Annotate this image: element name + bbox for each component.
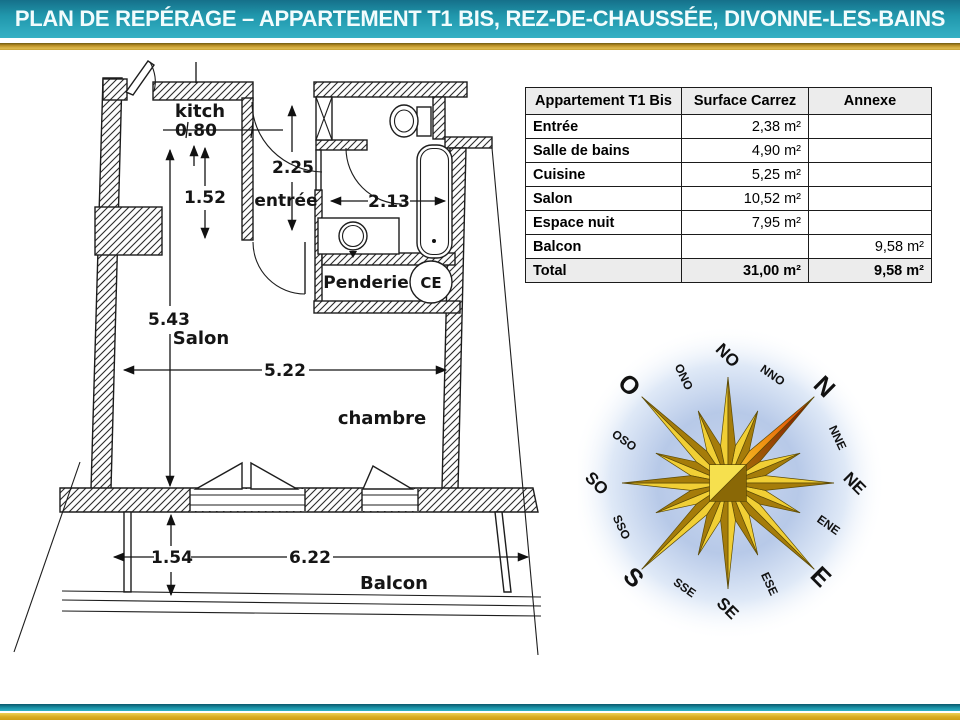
plan-label-kitch: kitch — [175, 101, 225, 122]
casement-icon — [250, 461, 300, 490]
col-header-apartment: Appartement T1 Bis — [525, 87, 682, 115]
sink-icon — [338, 221, 368, 251]
plan-label-6-22: 6.22 — [289, 548, 331, 568]
annexe-value: 9,58 m² — [808, 234, 932, 259]
window-2 — [362, 489, 418, 511]
dimensions — [112, 62, 530, 597]
door-swing-entry — [251, 101, 323, 173]
wall-entree-bath — [315, 139, 368, 151]
toilet-tank — [416, 106, 432, 137]
doors — [124, 60, 403, 295]
col-header-annexe: Annexe — [808, 87, 932, 115]
row-label: Total — [525, 258, 682, 283]
row-label: Entrée — [525, 114, 682, 139]
balcony — [61, 511, 542, 617]
wall-bath-top-right — [444, 136, 493, 149]
water-heater-circle — [409, 260, 453, 304]
annexe-value — [808, 210, 932, 235]
plan-label-penderie: Penderie — [323, 273, 409, 293]
col-header-carrez: Surface Carrez — [681, 87, 809, 115]
title-bar: PLAN DE REPÉRAGE – APPARTEMENT T1 BIS, R… — [0, 0, 960, 38]
walls — [59, 77, 539, 513]
carrez-value: 31,00 m² — [681, 258, 809, 283]
wall-top-kitchen — [152, 81, 254, 101]
site-boundary-left — [13, 461, 81, 653]
surface-table: Appartement T1 Bis Surface Carrez Annexe… — [525, 87, 932, 283]
wall-wc-stub — [432, 96, 446, 140]
row-label: Cuisine — [525, 162, 682, 187]
plan-label-2-25: 2.25 — [272, 158, 314, 178]
plan-label-salon: Salon — [173, 328, 229, 349]
row-label: Salle de bains — [525, 138, 682, 163]
wall-penderie-bottom — [313, 300, 461, 314]
carrez-value: 4,90 m² — [681, 138, 809, 163]
wall-left — [90, 77, 123, 490]
carrez-value — [681, 234, 809, 259]
table-header-row: Appartement T1 Bis Surface Carrez Annexe — [525, 87, 932, 115]
row-label: Salon — [525, 186, 682, 211]
annexe-value — [808, 186, 932, 211]
door-swing-bathroom — [345, 147, 403, 205]
wall-top-corner — [102, 78, 128, 101]
annexe-value — [808, 162, 932, 187]
balcony-wall-right — [494, 511, 512, 593]
plan-label-1-52: 1.52 — [184, 188, 226, 208]
table-row-balcon: Balcon 9,58 m² — [525, 234, 932, 259]
wall-entree-thin — [315, 149, 322, 191]
sink-tap — [349, 251, 357, 258]
carrez-value: 10,52 m² — [681, 186, 809, 211]
carrez-value: 7,95 m² — [681, 210, 809, 235]
plan-label-balcon: Balcon — [360, 573, 428, 594]
row-label: Espace nuit — [525, 210, 682, 235]
balcony-wall-left — [123, 511, 132, 593]
row-label: Balcon — [525, 234, 682, 259]
wall-top-right — [313, 81, 468, 98]
windows — [189, 461, 419, 511]
sink-counter — [317, 217, 400, 255]
gold-divider-top — [0, 43, 960, 50]
annexe-value — [808, 138, 932, 163]
plan-label-5-22: 5.22 — [264, 361, 306, 381]
plan-label-5-43: 5.43 — [148, 310, 190, 330]
annexe-value: 9,58 m² — [808, 258, 932, 283]
site-boundary-right — [491, 147, 539, 656]
carrez-value: 2,38 m² — [681, 114, 809, 139]
plan-label-entre-e: entrée — [254, 191, 317, 211]
plan-label-2-13: 2.13 — [368, 192, 410, 212]
annexe-value — [808, 114, 932, 139]
teal-divider-bottom — [0, 704, 960, 711]
balcony-railing — [61, 599, 542, 607]
wall-kitchen-right — [241, 97, 254, 241]
window-1 — [190, 489, 305, 511]
plan-label-ce: CE — [420, 274, 441, 292]
compass-star — [621, 376, 835, 590]
plan-label-1-54: 1.54 — [151, 548, 193, 568]
compass-center — [708, 463, 747, 502]
plan-label-0-80: 0.80 — [175, 121, 217, 141]
balcony-railing — [61, 610, 542, 617]
casement-icon — [193, 461, 243, 490]
balcony-railing — [61, 590, 542, 598]
door-leaf-kitchen — [124, 60, 155, 96]
gold-divider-bottom — [0, 713, 960, 720]
wall-kitchen-return — [94, 206, 163, 256]
plan-label-chambre: chambre — [338, 408, 426, 429]
casement-icon — [361, 464, 415, 490]
carrez-value: 5,25 m² — [681, 162, 809, 187]
door-swing-salon — [252, 241, 306, 295]
page-title: PLAN DE REPÉRAGE – APPARTEMENT T1 BIS, R… — [14, 6, 946, 31]
